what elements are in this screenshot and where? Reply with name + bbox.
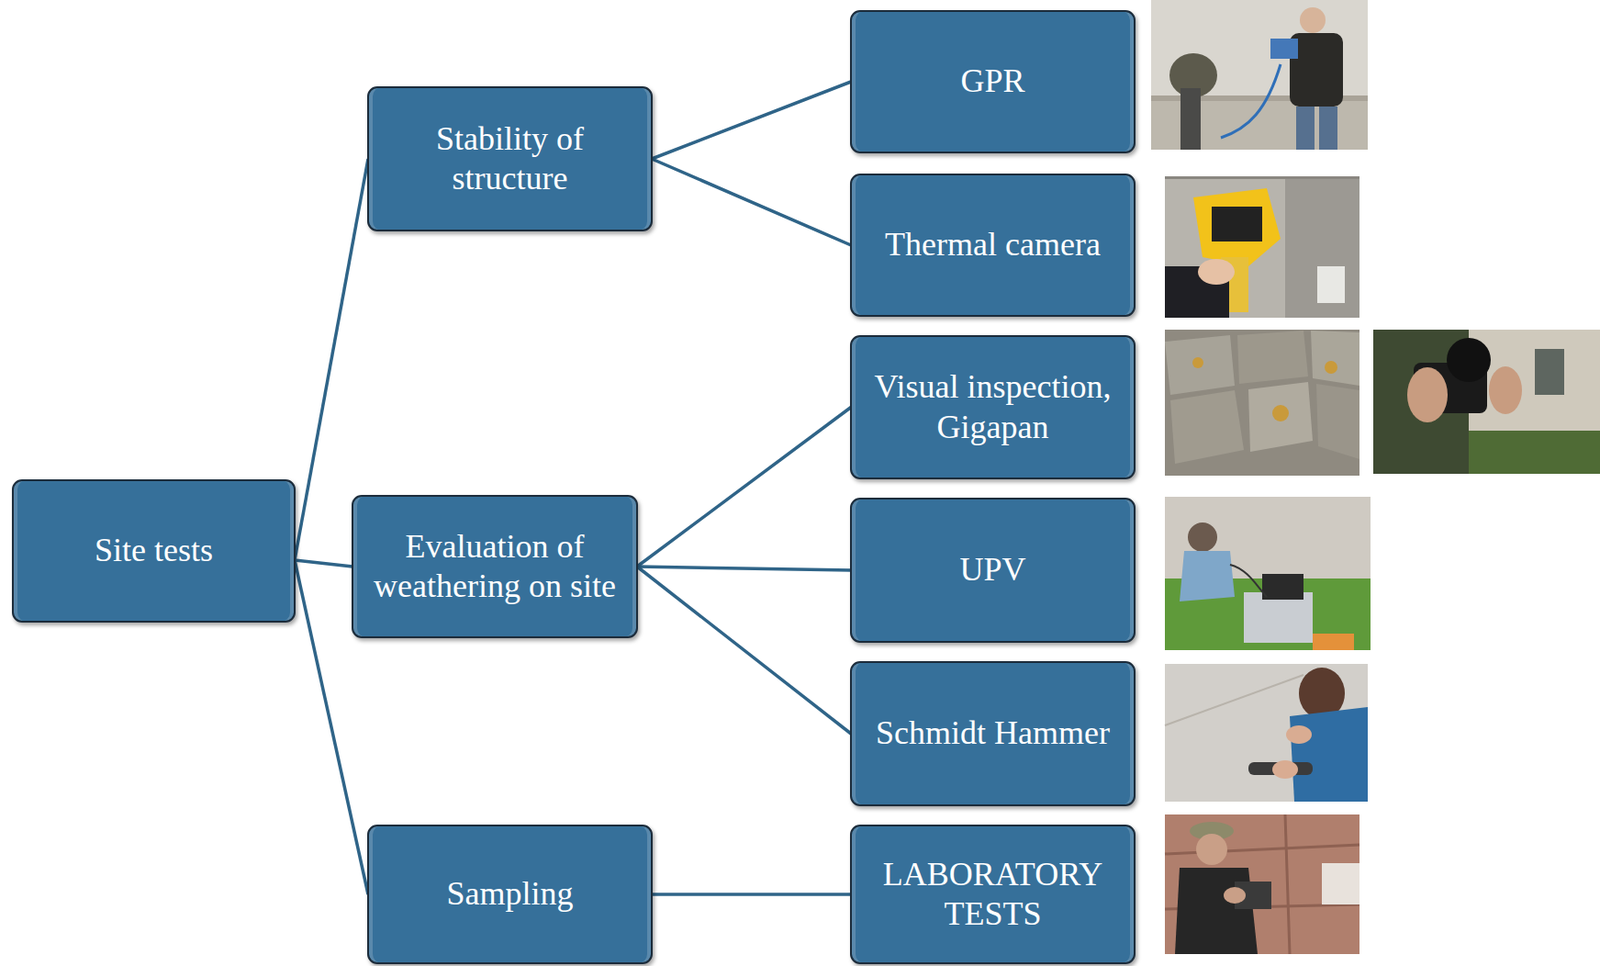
process-box: UPV bbox=[850, 497, 1136, 643]
stone-wall-photo bbox=[1164, 329, 1360, 476]
process-box: Stability of structure bbox=[367, 86, 653, 232]
process-box: Thermal camera bbox=[850, 173, 1136, 317]
process-box: Site tests bbox=[11, 479, 296, 623]
upv-photo bbox=[1164, 496, 1371, 650]
process-box: Visual inspection, Gigapan bbox=[850, 335, 1136, 480]
gpr-photo bbox=[1151, 0, 1368, 150]
camera-photo bbox=[1373, 329, 1600, 474]
connector-line bbox=[637, 566, 851, 571]
box-label: Visual inspection, Gigapan bbox=[861, 367, 1125, 447]
box-label: GPR bbox=[960, 61, 1025, 101]
thermal-camera-photo bbox=[1164, 176, 1360, 318]
process-box: Evaluation of weathering on site bbox=[351, 494, 638, 638]
process-box: LABORATORY TESTS bbox=[850, 824, 1136, 964]
box-label: Evaluation of weathering on site bbox=[362, 526, 627, 606]
box-label: Stability of structure bbox=[378, 119, 642, 199]
box-label: Site tests bbox=[94, 530, 213, 571]
box-label: Sampling bbox=[446, 873, 573, 914]
connector-line bbox=[651, 158, 851, 246]
schmidt-hammer-photo bbox=[1164, 663, 1368, 802]
connector-line bbox=[294, 559, 353, 567]
process-box: Schmidt Hammer bbox=[850, 660, 1136, 806]
box-label: Schmidt Hammer bbox=[875, 713, 1110, 753]
connector-line bbox=[637, 407, 851, 568]
box-label: LABORATORY TESTS bbox=[861, 854, 1125, 934]
connector-line bbox=[651, 892, 851, 896]
connector-line bbox=[651, 81, 851, 159]
connector-line bbox=[637, 566, 851, 734]
sampling-photo bbox=[1164, 814, 1360, 954]
process-box: Sampling bbox=[367, 824, 653, 964]
process-box: GPR bbox=[850, 10, 1136, 154]
box-label: UPV bbox=[959, 549, 1026, 590]
box-label: Thermal camera bbox=[884, 224, 1101, 265]
